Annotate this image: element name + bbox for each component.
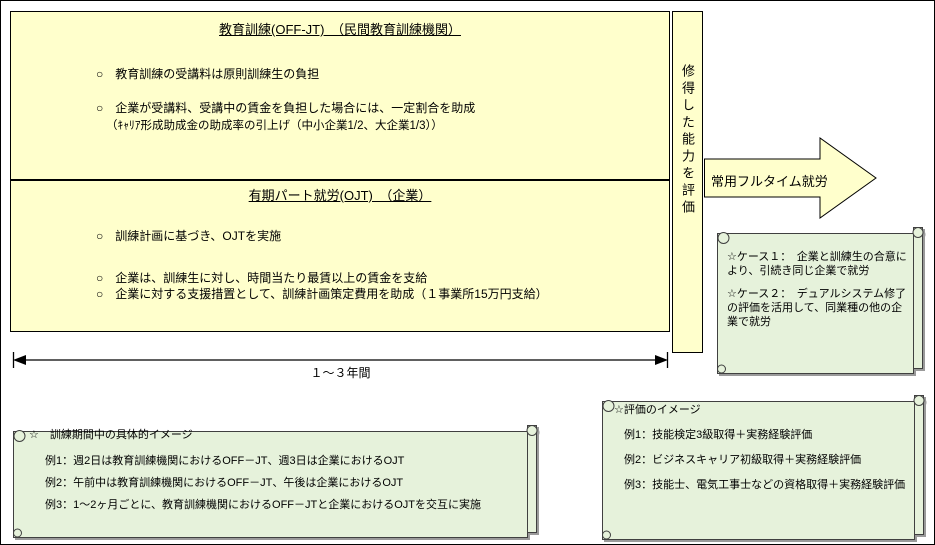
right-block-arrow-shape — [704, 137, 877, 219]
offjt-bullet-1: ○ 教育訓練の受講料は原則訓練生の負担 — [96, 67, 320, 81]
outcome-arrow: 常用フルタイム就労 — [704, 129, 882, 227]
case-scroll: ☆ケース１： 企業と訓練生の合意により、引続き同じ企業で就労 ☆ケース２： デュ… — [713, 223, 927, 375]
offjt-section-title: 教育訓練(OFF-JT) （民間教育訓練機関） — [219, 22, 461, 37]
training-box: 教育訓練(OFF-JT) （民間教育訓練機関） ○ 教育訓練の受講料は原則訓練生… — [10, 11, 670, 332]
case-2-text: ☆ケース２： デュアルシステム修了の評価を活用して、同業種の他の企業で就労 — [727, 288, 907, 328]
double-arrow-shape — [12, 352, 669, 368]
ojt-bullet-1: ○ 訓練計画に基づき、OJTを実施 — [96, 229, 282, 243]
evaluation-strip-label: 修得した能力を評価 — [680, 64, 695, 217]
ojt-bullet-3: ○ 企業に対する支援措置として、訓練計画策定費用を助成（１事業所15万円支給） — [96, 287, 548, 301]
vertical-scroll-shape — [13, 425, 538, 538]
vertical-scroll-shape — [717, 227, 924, 374]
ojt-section-title: 有期パート就労(OJT) （企業） — [248, 188, 432, 203]
schedule-scroll: ☆ 訓練期間中の具体的イメージ 例1：週2日は教育訓練機関におけるOFF－JT、… — [9, 421, 541, 539]
evaluation-strip: 修得した能力を評価 — [672, 11, 703, 353]
evaluation-scroll: ☆評価のイメージ 例1：技能検定3級取得＋実務経験評価 例2：ビジネスキャリア初… — [598, 391, 928, 541]
evaluation-scroll-text: ☆評価のイメージ 例1：技能検定3級取得＋実務経験評価 例2：ビジネスキャリア初… — [598, 391, 928, 492]
ojt-bullet-2: ○ 企業は、訓練生に対し、時間当たり最賃以上の賃金を支給 — [96, 271, 428, 285]
evaluation-example-1: 例1：技能検定3級取得＋実務経験評価 — [624, 429, 813, 441]
duration-arrow: １～３年間 — [10, 350, 671, 382]
section-divider — [11, 179, 669, 181]
schedule-scroll-text: ☆ 訓練期間中の具体的イメージ 例1：週2日は教育訓練機関におけるOFF－JT、… — [9, 421, 541, 512]
evaluation-scroll-title: ☆評価のイメージ — [614, 404, 701, 416]
schedule-example-2: 例2：午前中は教育訓練機関におけるOFF－JT、午後は企業におけるOJT — [45, 477, 404, 489]
schedule-example-1: 例1：週2日は教育訓練機関におけるOFF－JT、週3日は企業におけるOJT — [45, 455, 405, 467]
schedule-scroll-title: ☆ 訓練期間中の具体的イメージ — [29, 429, 193, 441]
offjt-subsidy-note: （ｷｬﾘｱ形成助成金の助成率の引上げ（中小企業1/2、大企業1/3）） — [106, 120, 443, 132]
vertical-scroll-shape — [602, 395, 925, 540]
case-scroll-text: ☆ケース１： 企業と訓練生の合意により、引続き同じ企業で就労 ☆ケース２： デュ… — [713, 223, 927, 329]
evaluation-example-3: 例3：技能士、電気工事士などの資格取得＋実務経験評価 — [624, 479, 906, 491]
case-1-text: ☆ケース１： 企業と訓練生の合意により、引続き同じ企業で就労 — [727, 251, 907, 277]
schedule-example-3: 例3：1～2ヶ月ごとに、教育訓練機関におけるOFF－JTと企業におけるOJTを交… — [45, 499, 482, 511]
offjt-bullet-2: ○ 企業が受講料、受講中の賃金を負担した場合には、一定割合を助成 — [96, 101, 476, 115]
duration-label: １～３年間 — [310, 366, 371, 380]
evaluation-example-2: 例2：ビジネスキャリア初級取得＋実務経験評価 — [624, 454, 862, 466]
outcome-arrow-label: 常用フルタイム就労 — [711, 174, 828, 189]
